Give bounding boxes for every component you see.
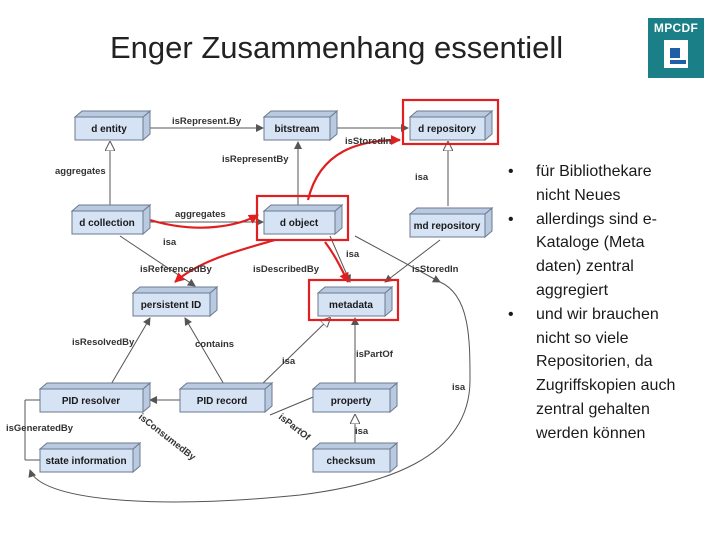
node-metadata: metadata [316, 285, 394, 318]
svg-text:d entity: d entity [91, 124, 127, 135]
node-state-information: state information [38, 441, 142, 474]
label-aggregates-mid: aggregates [175, 209, 226, 220]
label-isa-loop: isa [452, 382, 466, 393]
node-d-collection: d collection [70, 203, 152, 236]
label-isa-checksum: isa [355, 426, 369, 437]
highlight-d-object [255, 194, 350, 242]
label-contains: contains [195, 339, 234, 350]
svg-text:metadata: metadata [329, 300, 373, 311]
node-d-entity: d entity [73, 109, 152, 142]
svg-text:PID record: PID record [197, 396, 248, 407]
label-isstoredin-right: isStoredIn [412, 264, 459, 275]
label-ispartof-diag: isPartOf [276, 412, 313, 444]
logo-mark-icon [664, 40, 688, 68]
bullet-list: • für Bibliothekare nicht Neues • allerd… [508, 160, 713, 446]
label-ispartof-right: isPartOf [356, 349, 394, 360]
node-pid-resolver: PID resolver [38, 381, 152, 414]
svg-text:d object: d object [280, 218, 319, 229]
bullet-dot-icon: • [508, 305, 514, 323]
bullet-item: • für Bibliothekare nicht Neues [508, 160, 713, 208]
svg-text:property: property [331, 396, 372, 407]
svg-text:d repository: d repository [418, 124, 476, 135]
svg-text:d collection: d collection [79, 218, 135, 229]
label-isconsumedby: isConsumedBy [136, 412, 198, 464]
label-isrepresentby-top: isRepresent.By [172, 116, 242, 127]
label-isa-object: isa [346, 249, 360, 260]
node-property: property [311, 381, 399, 414]
highlight-edges [149, 135, 401, 283]
label-isreferencedby: isReferencedBy [140, 264, 213, 275]
label-isresolvedby: isResolvedBy [72, 337, 135, 348]
label-isgeneratedby: isGeneratedBy [6, 423, 74, 434]
svg-text:checksum: checksum [327, 456, 376, 467]
edges [24, 124, 471, 503]
logo-text: MPCDF [653, 21, 699, 35]
bullet-item: • und wir brauchen nicht so viele Reposi… [508, 303, 713, 446]
page-title: Enger Zusammenhang essentiell [110, 30, 564, 65]
node-persistent-id: persistent ID [131, 285, 219, 318]
svg-text:PID resolver: PID resolver [62, 396, 120, 407]
svg-text:bitstream: bitstream [274, 124, 319, 135]
highlight-d-repository [401, 98, 500, 146]
label-isa-repo: isa [415, 172, 429, 183]
label-isstoredin-top: isStoredIn [345, 136, 392, 147]
bullet-dot-icon: • [508, 163, 514, 180]
label-aggregates-left: aggregates [55, 166, 106, 177]
node-d-object: d object [262, 203, 344, 236]
svg-text:persistent ID: persistent ID [141, 300, 202, 311]
label-isa-metadata: isa [282, 356, 296, 367]
node-bitstream: bitstream [262, 109, 339, 142]
highlight-metadata [307, 278, 400, 322]
node-md-repository: md repository [408, 206, 494, 239]
label-isrepresentby-mid: isRepresentBy [222, 154, 289, 165]
mpcdf-logo: MPCDF [648, 18, 704, 78]
label-isa-collection: isa [163, 237, 177, 248]
label-isdescribedby: isDescribedBy [253, 264, 320, 275]
svg-text:md repository: md repository [414, 221, 481, 232]
bullet-dot-icon: • [508, 210, 514, 228]
bullet-item: • allerdings sind e- Kataloge (Meta date… [508, 208, 713, 303]
node-checksum: checksum [311, 441, 399, 474]
node-d-repository: d repository [408, 109, 494, 142]
node-pid-record: PID record [178, 381, 274, 414]
svg-text:state information: state information [45, 456, 126, 467]
